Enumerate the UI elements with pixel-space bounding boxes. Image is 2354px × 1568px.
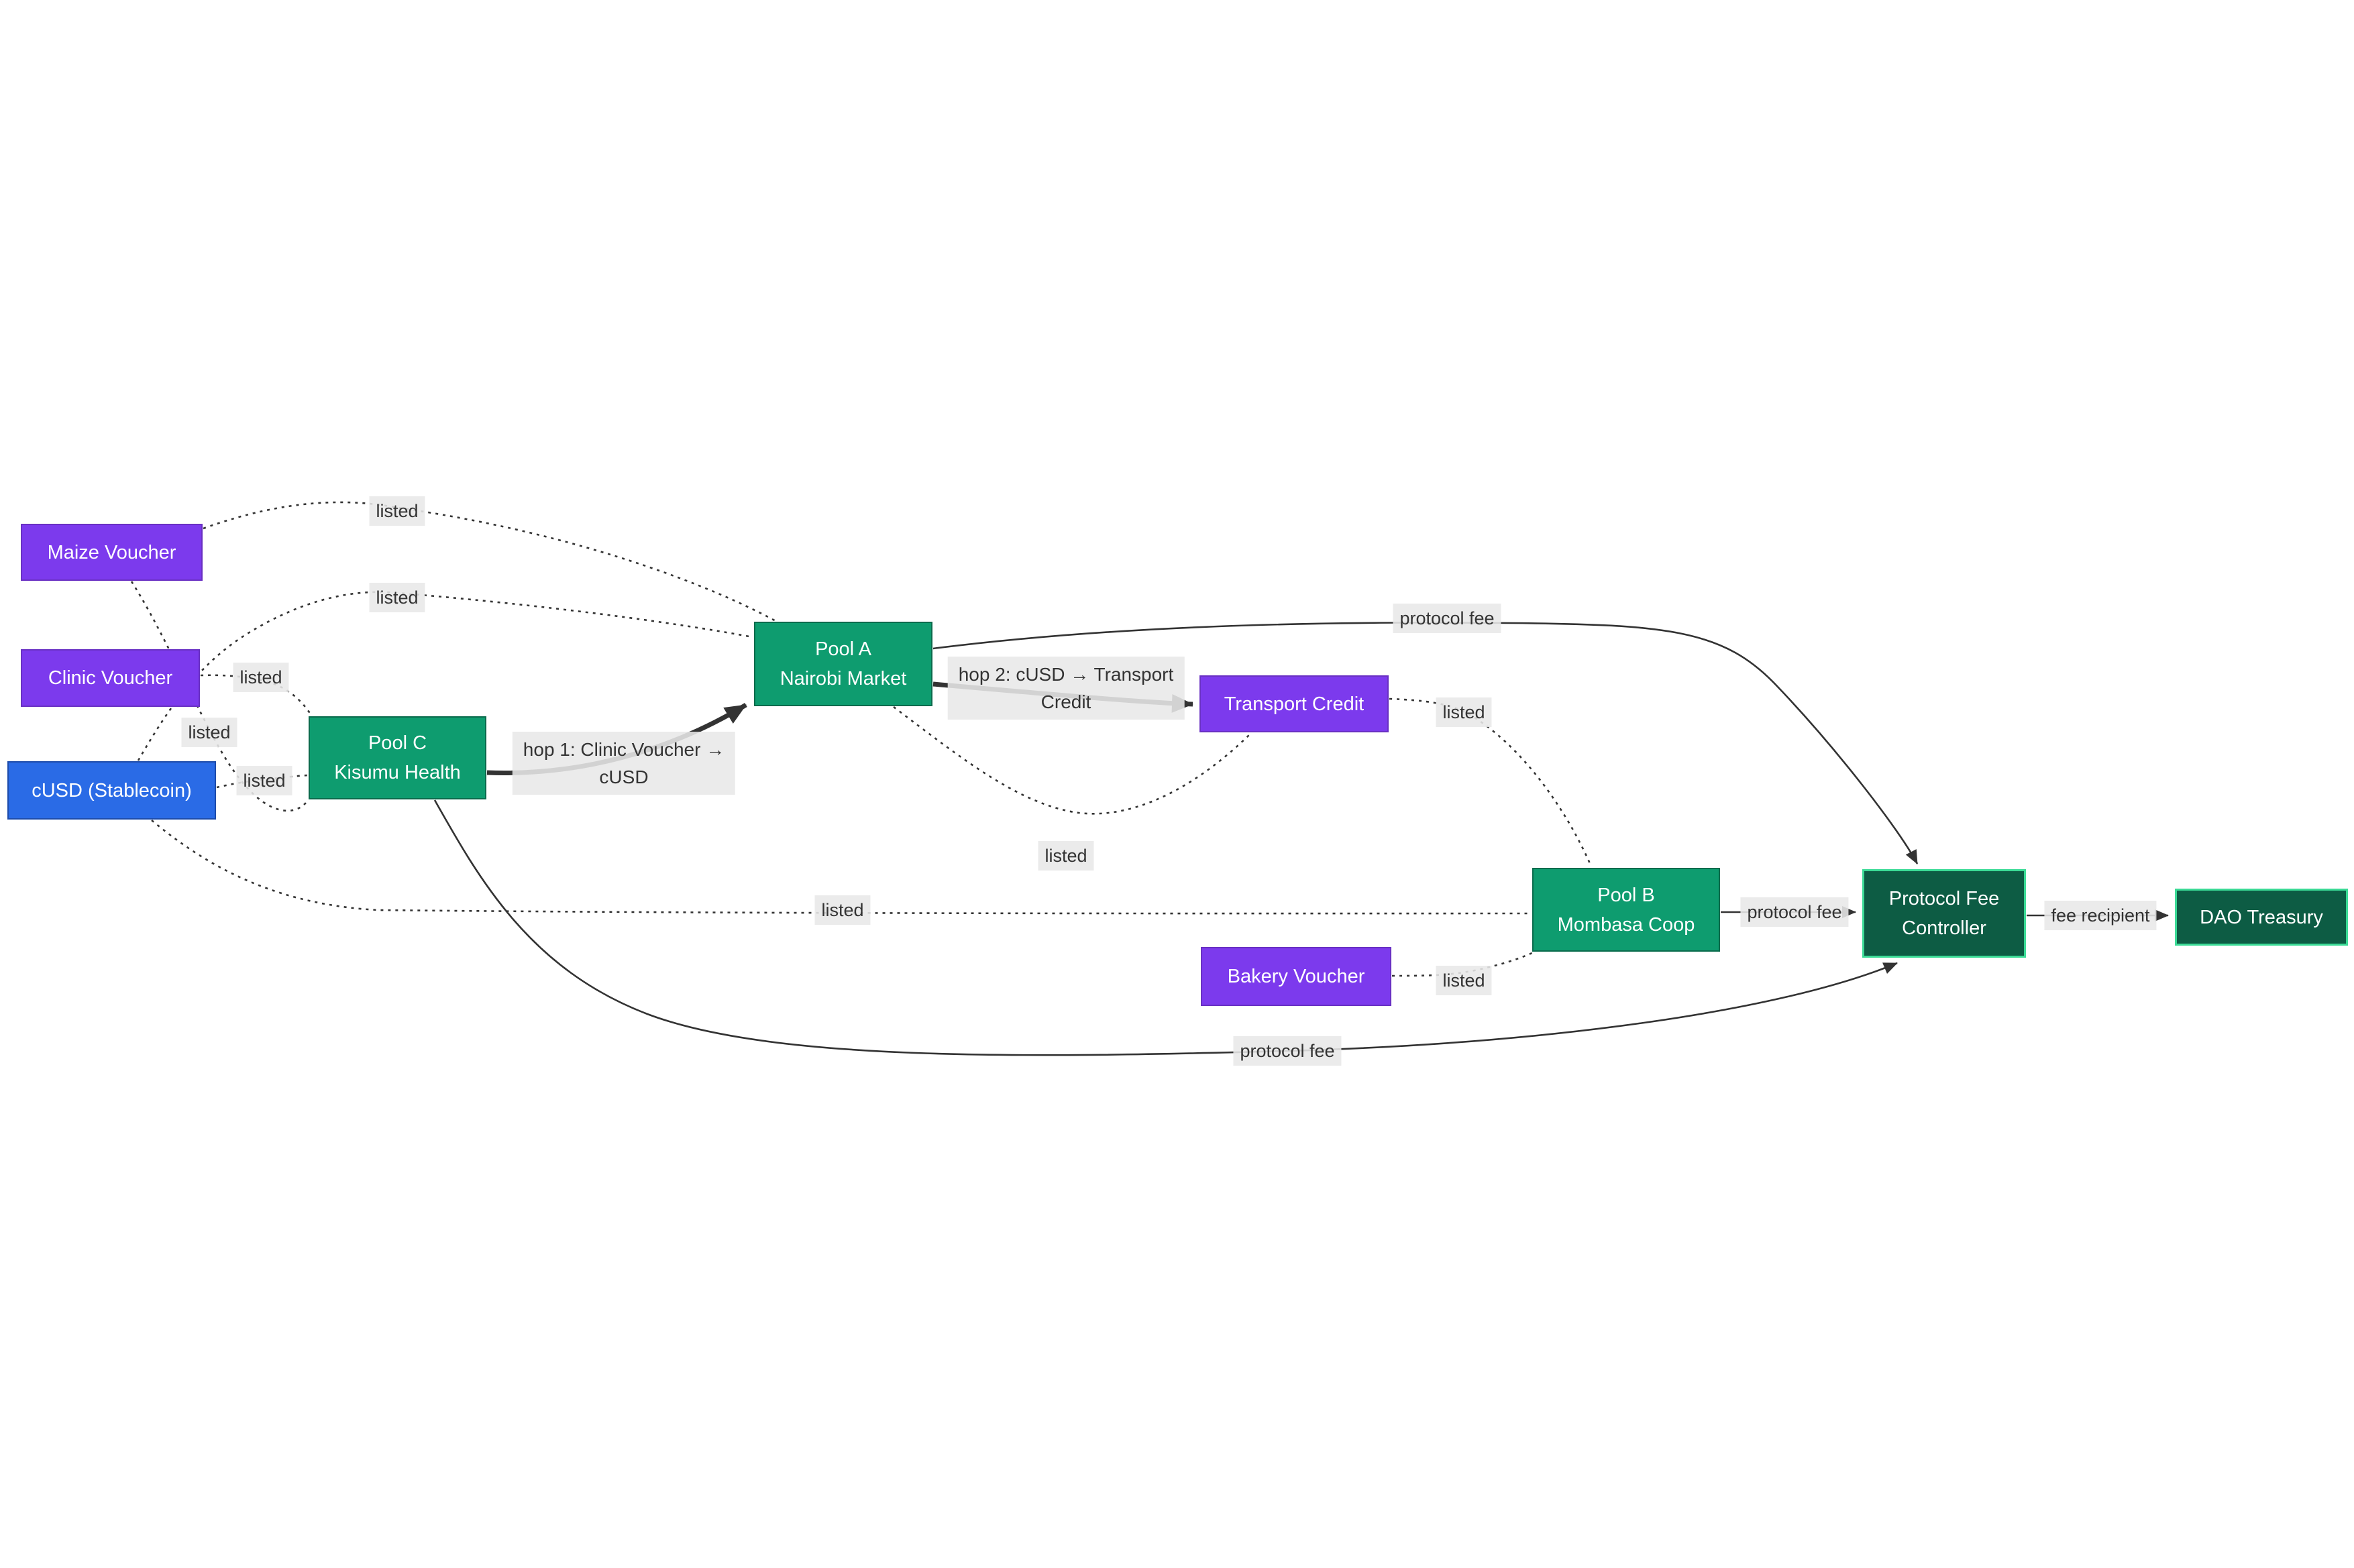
node-label-line: Nairobi Market [780, 668, 907, 689]
edge-label-line: listed [376, 501, 419, 521]
edge-label-fee-recipient: fee recipient [2044, 901, 2157, 930]
node-pool-c: Pool C Kisumu Health [309, 716, 486, 799]
edge-label-cusd-listed-pool-b: listed [814, 895, 871, 925]
edge-label-line: listed [243, 771, 286, 791]
edge-label-line: hop 1: Clinic Voucher → [523, 739, 725, 760]
edge-label-transport-listed-pool-a: listed [1038, 841, 1094, 871]
node-label-line: Bakery Voucher [1227, 966, 1365, 987]
edge-label-line: cUSD [599, 767, 649, 787]
node-label-line: Maize Voucher [47, 541, 176, 563]
edge-label-line: listed [239, 667, 282, 687]
edge-label-bakery-listed-pool-b: listed [1436, 966, 1492, 995]
edge-label-cusd-listed-pool-a: listed [369, 583, 425, 612]
edge-label-line: listed [376, 587, 419, 608]
node-pool-a: Pool A Nairobi Market [754, 622, 932, 706]
node-label-line: Controller [1902, 917, 1986, 939]
edge-label-line: hop 2: cUSD → Transport [958, 664, 1174, 685]
edge-label-transport-listed-pool-b: listed [1436, 697, 1492, 727]
node-bakery: Bakery Voucher [1201, 947, 1391, 1006]
edge-maize-listed-pool-a [203, 501, 779, 624]
node-transport: Transport Credit [1199, 675, 1389, 732]
node-maize: Maize Voucher [21, 524, 203, 581]
edge-label-line: listed [1045, 846, 1087, 866]
edge-label-line: protocol fee [1747, 902, 1842, 922]
node-dao: DAO Treasury [2175, 889, 2348, 946]
edge-label-maize-listed-pool-c: listed [181, 718, 237, 747]
edge-label-clinic-listed-pool-c: listed [233, 663, 289, 692]
node-label-line: Pool A [815, 638, 871, 660]
node-pool-b: Pool B Mombasa Coop [1532, 868, 1720, 952]
edge-label-line: listed [1442, 702, 1485, 722]
edge-label-line: listed [821, 900, 864, 920]
edge-label-line: protocol fee [1240, 1041, 1335, 1061]
node-label-line: cUSD (Stablecoin) [32, 779, 192, 801]
node-label-line: Pool C [368, 732, 427, 754]
node-label-line: Mombasa Coop [1557, 913, 1695, 936]
edge-pool-c-protocol-fee [433, 799, 1898, 1056]
edge-transport-listed-pool-a [893, 706, 1251, 815]
edge-label-line: listed [188, 722, 231, 742]
node-cusd: cUSD (Stablecoin) [7, 761, 216, 820]
edge-maize-listed-pool-c [130, 581, 310, 812]
node-label-line: DAO Treasury [2200, 906, 2323, 928]
edge-pool-a-protocol-fee [932, 622, 1919, 864]
edge-cusd-listed-pool-b [151, 820, 1532, 915]
edge-label-pool-c-protocol-fee: protocol fee [1233, 1036, 1342, 1066]
edge-cusd-listed-pool-a [137, 591, 753, 761]
edge-label-pool-b-protocol-fee: protocol fee [1740, 897, 1849, 927]
edge-label-line: Credit [1040, 691, 1091, 712]
edge-label-line: protocol fee [1399, 608, 1495, 628]
node-label-line: Protocol Fee [1888, 888, 2000, 909]
edge-label-line: listed [1442, 970, 1485, 991]
node-clinic: Clinic Voucher [21, 649, 200, 707]
edge-label-pool-a-protocol-fee: protocol fee [1393, 604, 1501, 633]
node-label-line: Clinic Voucher [48, 667, 173, 689]
node-label-line: Pool B [1597, 884, 1655, 906]
node-label-line: Transport Credit [1224, 693, 1365, 715]
node-label-line: Kisumu Health [334, 762, 461, 783]
edge-label-hop-1: hop 1: Clinic Voucher → cUSD [512, 732, 736, 795]
edge-label-cusd-listed-pool-c: listed [236, 766, 292, 795]
edge-label-line: fee recipient [2051, 905, 2150, 926]
edge-label-maize-listed-pool-a: listed [369, 496, 425, 526]
